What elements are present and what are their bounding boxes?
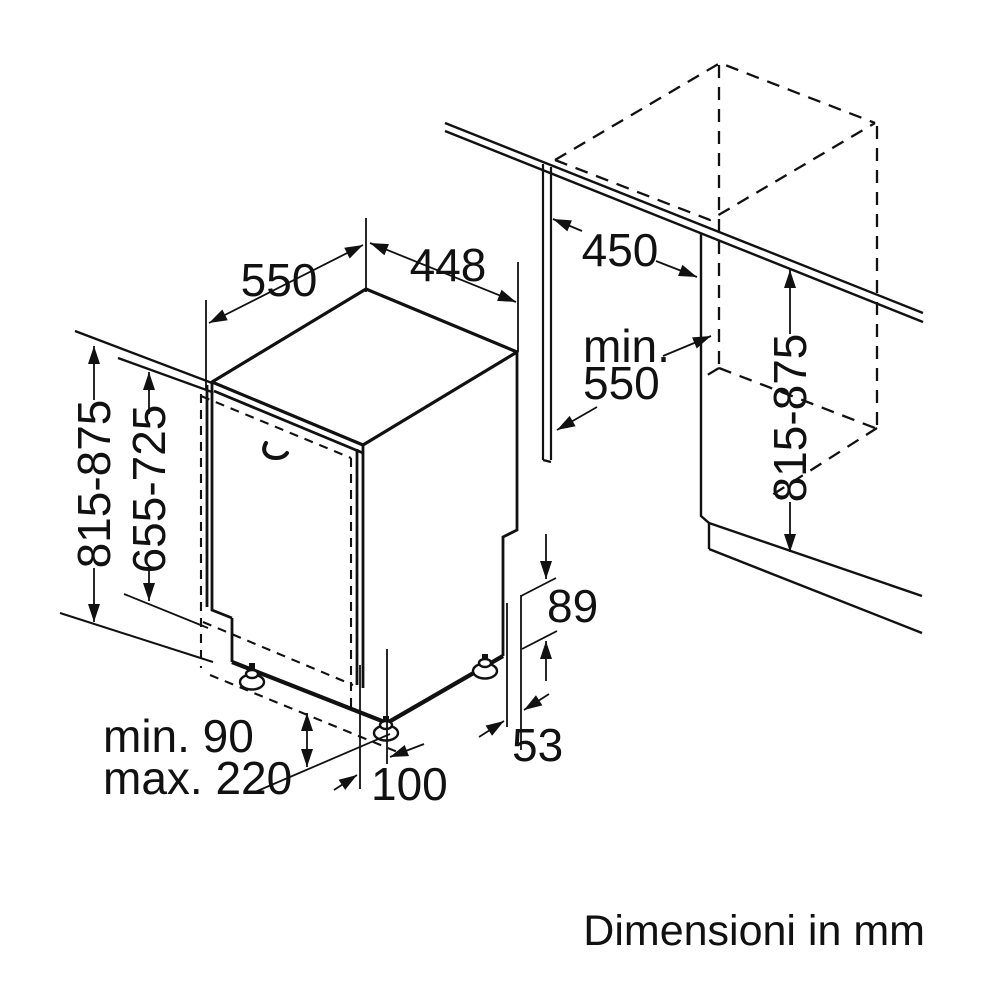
- arrow-left: [478, 720, 505, 738]
- niche-dashed-outline: [554, 61, 879, 496]
- worktop-left: [74, 329, 213, 394]
- foot-left: [238, 663, 266, 691]
- dimension-line: [553, 219, 697, 277]
- foot-left-collar: [244, 668, 260, 680]
- base-bottom-edge: [231, 654, 505, 726]
- worktop-right-lines: [444, 121, 924, 324]
- door-handle-icon: [262, 441, 289, 461]
- cabinet-side-panel-right-and-plinth: [699, 233, 923, 635]
- dishwasher-body: [205, 287, 519, 726]
- dimension-label-450: 450: [582, 224, 659, 276]
- dimension-53: 53: [478, 595, 563, 771]
- dimension-100: 100: [333, 649, 448, 810]
- extension-lines: [506, 595, 522, 750]
- dimension-label-100: 100: [371, 758, 448, 810]
- door-face-edges: [205, 382, 365, 688]
- dimension-label-550: 550: [241, 254, 318, 306]
- dimension-door-height-655-725: 655-725: [123, 372, 209, 629]
- foot-front-collar: [378, 719, 394, 731]
- arrow-right: [523, 693, 550, 711]
- dimension-niche-depth-min550: min. 550: [557, 320, 711, 430]
- tick-lines: [520, 577, 558, 650]
- foot-right: [471, 654, 499, 680]
- worktop-left-lines: [74, 329, 213, 394]
- dimension-label-height-left: 815-875: [68, 400, 120, 569]
- dimension-width-448: 448: [369, 239, 519, 352]
- dimension-label-53: 53: [512, 719, 563, 771]
- foot-front: [372, 716, 400, 742]
- top-face: [210, 287, 519, 447]
- dimension-label-max220: max. 220: [103, 752, 292, 804]
- dimension-line: [557, 336, 711, 430]
- dimension-plinth-min90-max220: min. 90 max. 220: [103, 710, 391, 804]
- dimension-niche-width-450: 450: [553, 219, 697, 277]
- dimension-line: [208, 244, 364, 324]
- furniture-door-dashes: [199, 394, 401, 754]
- adjustable-feet: [238, 654, 499, 742]
- dimension-label-min90: min. 90: [103, 710, 254, 762]
- dimension-line: [369, 242, 517, 303]
- units-note: Dimensioni in mm: [583, 907, 925, 955]
- furniture-door-dashed-outline: [199, 394, 401, 754]
- extension-lines: [205, 218, 367, 390]
- dimension-height-left-815-875: 815-875: [68, 346, 120, 622]
- extension-lines: [359, 649, 388, 789]
- dimension-89: 89: [520, 534, 598, 681]
- dimension-label-door-height: 655-725: [123, 405, 175, 574]
- dimension-label-min: min.: [583, 320, 670, 372]
- dimension-label-min-550: 550: [583, 357, 660, 409]
- extension-line: [123, 593, 209, 629]
- niche-cube-dashes: [554, 61, 879, 496]
- leader-line: [254, 733, 391, 793]
- cabinet-side-panel-left: [541, 164, 553, 464]
- dimension-niche-height-815-875: 815-875: [764, 270, 816, 552]
- side-panel-left-lines: [541, 164, 553, 464]
- side-face-edges: [501, 352, 519, 656]
- dimension-depth-550: 550: [205, 218, 367, 390]
- dimension-label-89: 89: [547, 580, 598, 632]
- arrow-left: [333, 774, 358, 791]
- foot-right-collar: [477, 657, 493, 669]
- worktop-right: [444, 121, 924, 324]
- dimension-label-niche-height: 815-875: [764, 334, 816, 503]
- dimension-label-448: 448: [410, 239, 487, 291]
- arrow-right: [389, 743, 425, 758]
- side-panel-right-lines: [699, 233, 923, 635]
